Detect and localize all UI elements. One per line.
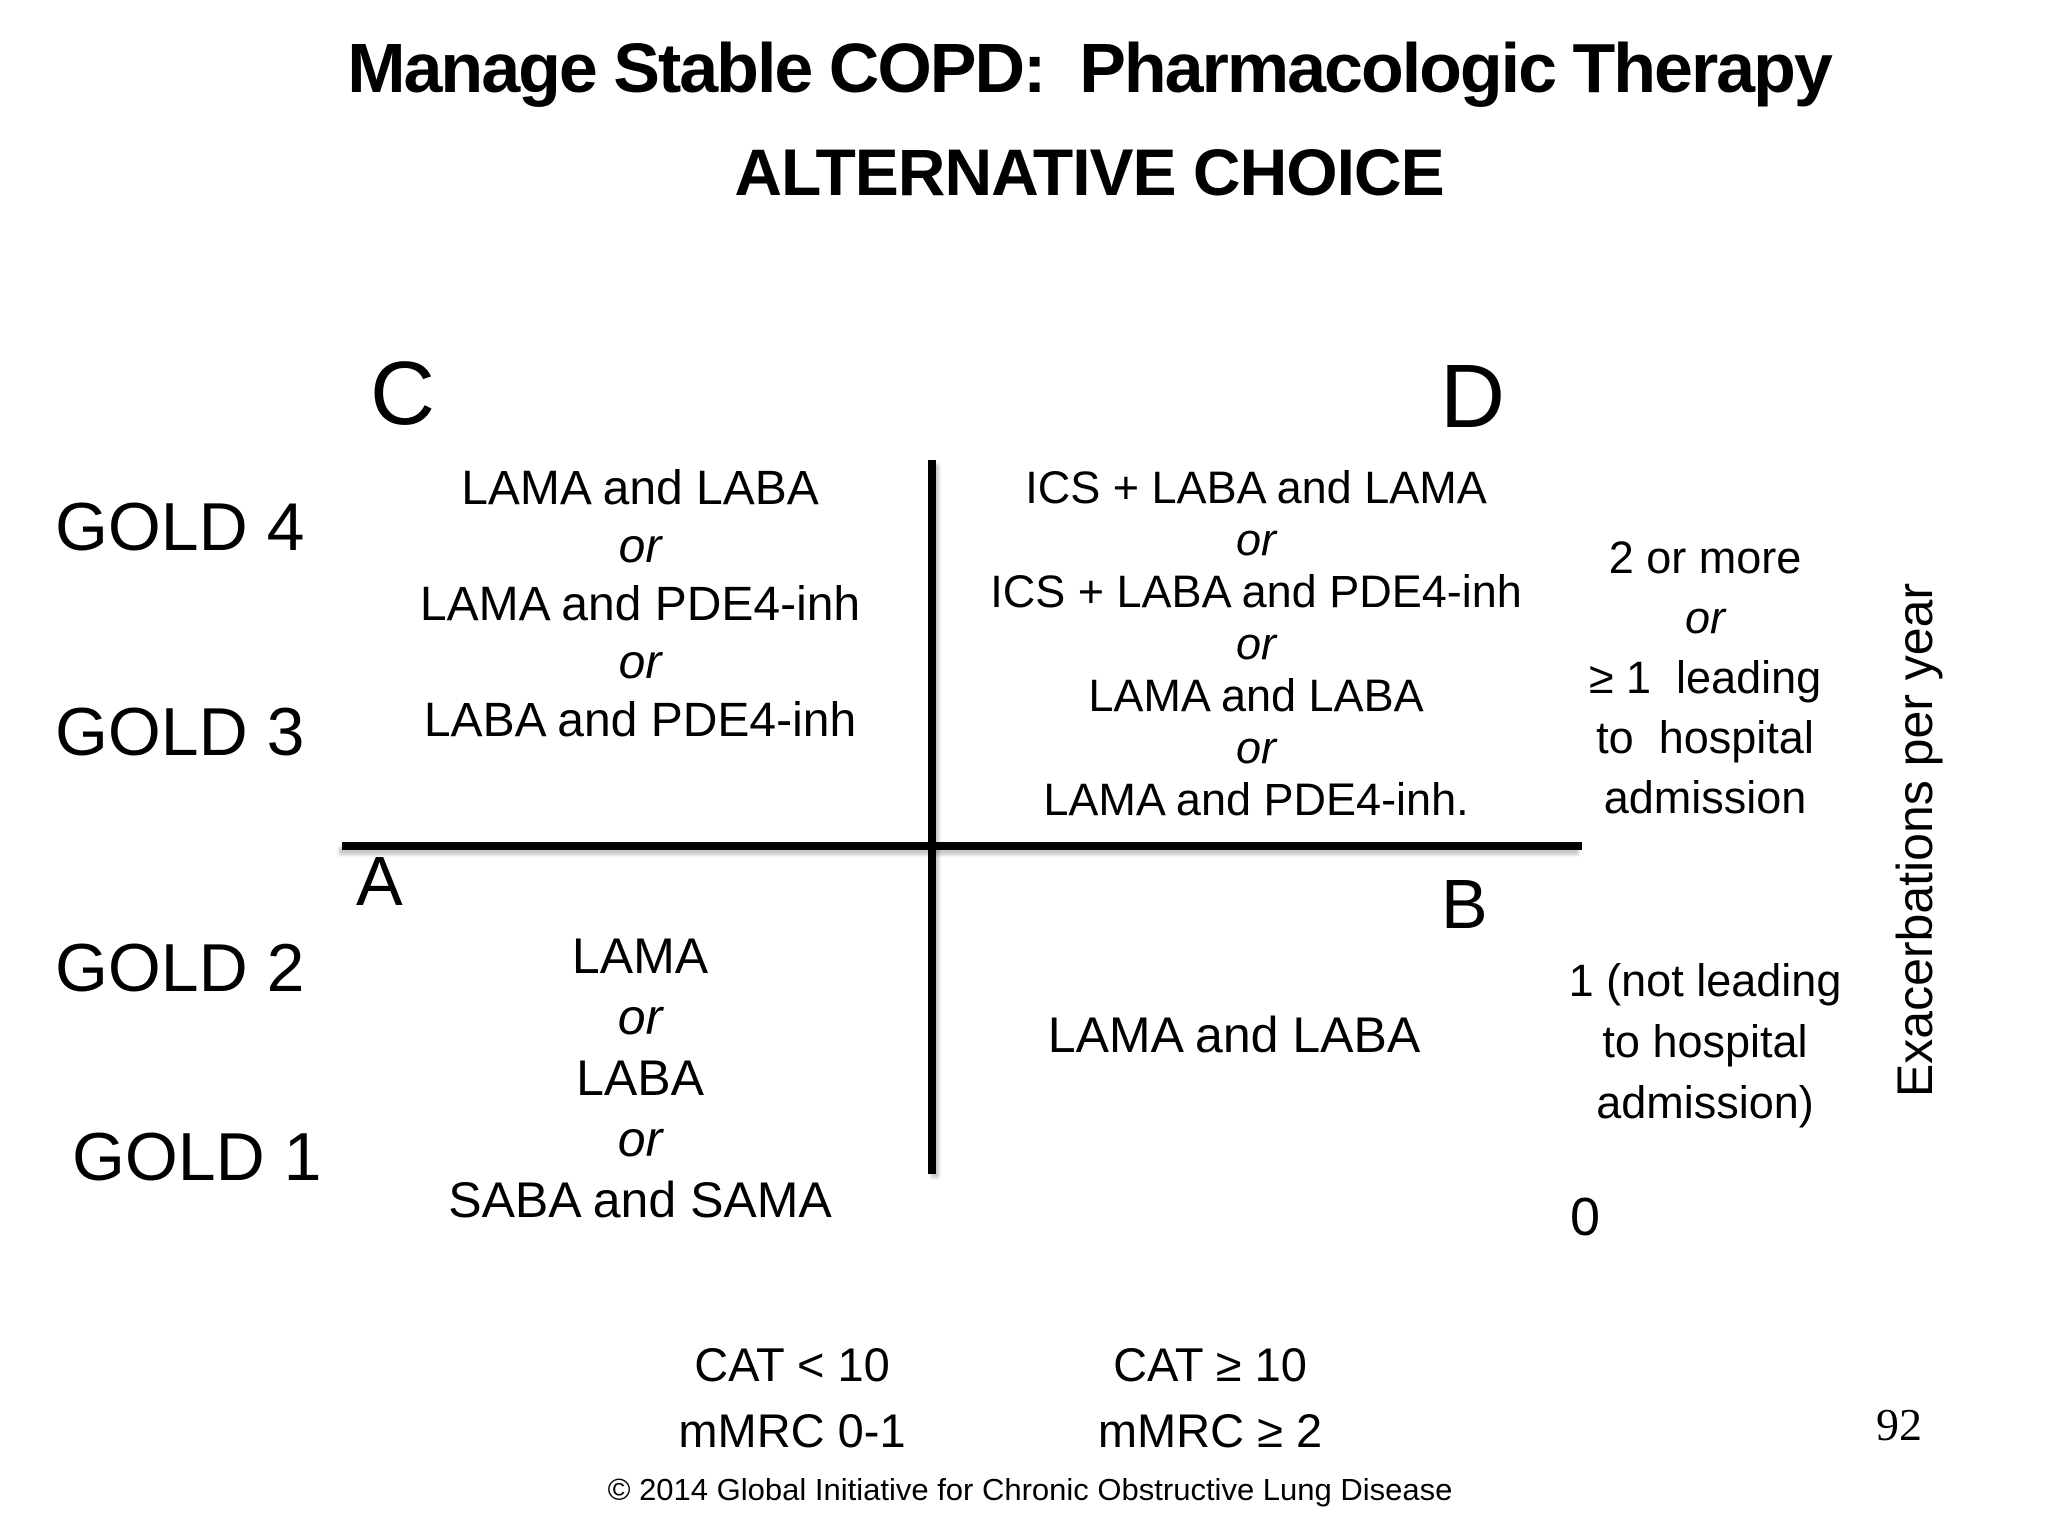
text-line: mMRC 0-1 — [678, 1404, 906, 1457]
text-line: or — [617, 989, 663, 1045]
text-line: LABA — [576, 1050, 704, 1106]
text-line: LAMA and LABA — [1047, 1007, 1421, 1063]
text-line: or — [1235, 722, 1276, 773]
text-line: LABA and PDE4-inh — [423, 694, 857, 747]
text-line: to hospital — [1602, 1016, 1808, 1067]
gold-1-row-label: GOLD 1 — [72, 1119, 322, 1195]
exacerbations-low-risk-label: 1 (not leading to hospital admission) — [1545, 950, 1865, 1133]
text-line: to hospital — [1596, 712, 1814, 763]
page-number: 92 — [1876, 1399, 1922, 1450]
text-line: or — [617, 1111, 663, 1167]
y-axis-title-exacerbations-per-year: Exacerbations per year — [1887, 582, 1943, 1098]
text-line: admission) — [1596, 1077, 1814, 1128]
text-line: ICS + LABA and PDE4-inh — [990, 566, 1522, 617]
vertical-axis-line — [928, 460, 936, 1174]
text-line: or — [1235, 618, 1276, 669]
text-line: 1 (not leading — [1568, 955, 1842, 1006]
text-line: mMRC ≥ 2 — [1097, 1404, 1323, 1457]
text-line: LAMA and PDE4-inh — [419, 578, 861, 631]
text-line: CAT < 10 — [694, 1338, 890, 1391]
quadrant-d-label: D — [1440, 347, 1505, 447]
text-line: or — [1235, 514, 1276, 565]
text-line: SABA and SAMA — [448, 1172, 832, 1228]
text-line: LAMA — [571, 928, 709, 984]
text-line: CAT ≥ 10 — [1113, 1338, 1307, 1391]
text-line: ICS + LABA and LAMA — [1025, 462, 1487, 513]
text-line: LAMA and LABA — [461, 462, 819, 515]
exacerbations-zero-label: 0 — [1570, 1187, 1601, 1247]
quadrant-c-label: C — [370, 344, 435, 444]
text-line: or — [1684, 592, 1725, 643]
text-line: admission — [1603, 772, 1807, 823]
quadrant-b-treatments: LAMA and LABA — [934, 1005, 1534, 1066]
x-axis-right-symptom-label: CAT ≥ 10 mMRC ≥ 2 — [1010, 1332, 1410, 1464]
gold-2-row-label: GOLD 2 — [55, 930, 305, 1006]
x-axis-left-symptom-label: CAT < 10 mMRC 0-1 — [592, 1332, 992, 1464]
quadrant-a-label: A — [356, 842, 403, 920]
gold-3-row-label: GOLD 3 — [55, 694, 305, 770]
horizontal-axis-line — [342, 842, 1582, 850]
text-line: or — [618, 520, 662, 573]
copyright-text: © 2014 Global Initiative for Chronic Obs… — [607, 1472, 1453, 1507]
quadrant-b-label: B — [1441, 865, 1488, 943]
text-line: 2 or more — [1608, 532, 1802, 583]
slide-title: Manage Stable COPD: Pharmacologic Therap… — [347, 29, 1833, 107]
text-line: ≥ 1 leading — [1588, 652, 1822, 703]
slide-subtitle: ALTERNATIVE CHOICE — [734, 135, 1444, 209]
text-line: LAMA and LABA — [1088, 670, 1424, 721]
exacerbations-high-risk-label: 2 or more or ≥ 1 leading to hospital admissi… — [1545, 528, 1865, 828]
gold-4-row-label: GOLD 4 — [55, 489, 305, 565]
text-line: LAMA and PDE4-inh. — [1043, 774, 1469, 825]
text-line: or — [618, 636, 662, 689]
